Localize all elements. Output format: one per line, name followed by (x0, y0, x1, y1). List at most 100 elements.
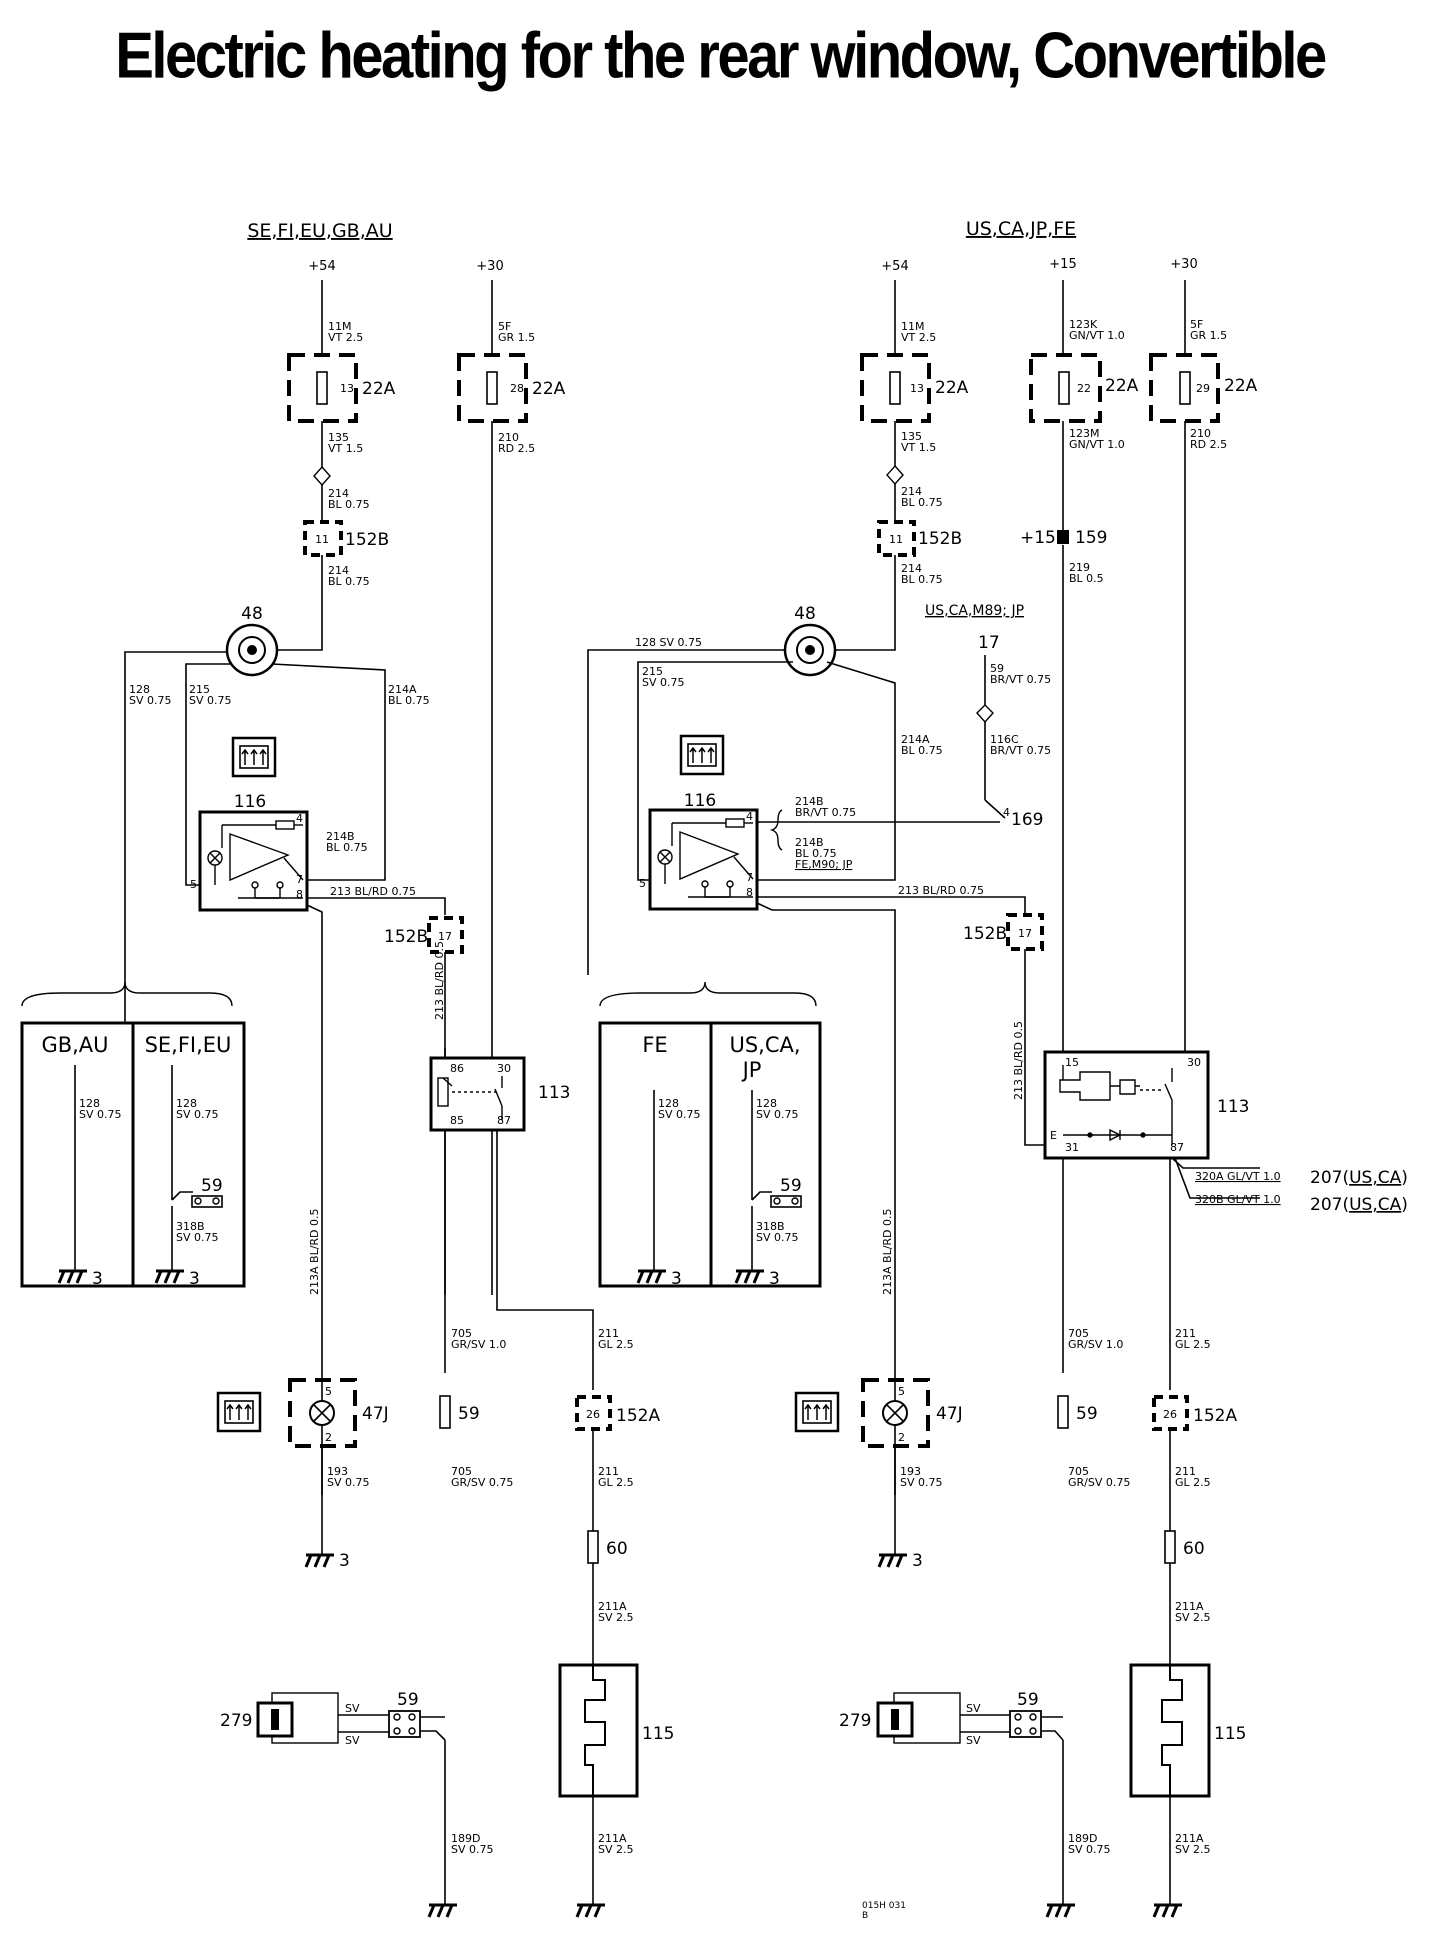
wire-320a-right: 320A GL/VT 1.0 (1195, 1170, 1281, 1183)
variant-gb-au: GB,AU (41, 1033, 108, 1057)
connector-159-label-right: 159 (1075, 528, 1107, 548)
relay-116-pin-5-right: 5 (639, 877, 646, 890)
connector-169-right: 169 (1011, 810, 1043, 830)
ground-3-var-3: 3 (671, 1269, 682, 1289)
connector-17-right: 17 (1018, 927, 1032, 940)
rear-heat-icon-left-1 (231, 736, 277, 778)
heater-115-label-left: 115 (642, 1724, 674, 1744)
component-279-label-left: 279 (220, 1711, 252, 1731)
splice-diamond-left (313, 465, 331, 487)
connector-59-double-label-left: 59 (397, 1690, 419, 1710)
switch-48-label-left: 48 (241, 604, 263, 624)
connector-59-double-left (388, 1710, 421, 1738)
lamp-47j-label-right: 47J (936, 1404, 963, 1424)
variant-fe: FE (642, 1033, 667, 1057)
relay-116-pin-8-right: 8 (746, 886, 753, 899)
relay-113-label-right: 113 (1217, 1097, 1249, 1117)
connector-11-left: 11 (315, 533, 329, 546)
fuse-amp-22-right: 22A (1105, 376, 1139, 396)
relay-113-pin-86-left: 86 (450, 1062, 464, 1075)
connector-59-left: 59 (458, 1404, 480, 1424)
fuse-29-right: 29 (1196, 382, 1210, 395)
connector-59-right: 59 (1076, 1404, 1098, 1424)
wire-213-right: 213 BL/RD 0.75 (898, 884, 984, 897)
relay-113-pin-87-right: 87 (1170, 1141, 1184, 1154)
wire-213a-right: 213A BL/RD 0.5 (881, 1208, 894, 1295)
fuse-box-22-right (1029, 353, 1102, 423)
relay-113-pin-31-right: 31 (1065, 1141, 1079, 1154)
connector-152b-left (303, 520, 343, 557)
ground-3-lamp-left: 3 (339, 1551, 350, 1571)
fuse-amp-28-left: 22A (532, 379, 566, 399)
supply-54-left: +54 (308, 259, 335, 274)
fuse-amp-29-right: 22A (1224, 376, 1258, 396)
connector-59-var-right: 59 (780, 1176, 802, 1196)
supply-54-right: +54 (881, 259, 908, 274)
ground-3-var-1: 3 (92, 1269, 103, 1289)
connector-207b-right: 207(US,CA) (1310, 1195, 1408, 1215)
lamp-pin-2-left: 2 (325, 1431, 332, 1444)
connector-152b-label-left: 152B (345, 530, 389, 550)
rear-heat-icon-right-2 (794, 1391, 840, 1433)
wire-320b-right: 320B GL/VT 1.0 (1195, 1193, 1281, 1206)
variant-jp: JP (741, 1058, 762, 1082)
plus15-159-right: +15 (1020, 528, 1056, 548)
ground-3-lamp-right: 3 (912, 1551, 923, 1571)
wire-sv-left-1: SV (345, 1702, 360, 1715)
fuse-box-29-right (1149, 353, 1220, 423)
supply-30-right: +30 (1170, 257, 1197, 272)
pin-4-169-right: 4 (1003, 806, 1010, 819)
relay-113-pin-30-left: 30 (497, 1062, 511, 1075)
supply-30-left: +30 (476, 259, 503, 274)
connector-60-left: 60 (606, 1539, 628, 1559)
relay-116-pin-7-right: 7 (746, 871, 753, 884)
ground-3-var-4: 3 (769, 1269, 780, 1289)
fuse-amp-13-left: 22A (362, 379, 396, 399)
fuse-13-left: 13 (340, 382, 354, 395)
relay-116-pin-4-left: 4 (296, 812, 303, 825)
relay-113-right (1043, 1050, 1210, 1160)
connector-159-right (1057, 530, 1069, 544)
splice-diamond-right (886, 464, 904, 486)
connector-59-double-right (1009, 1710, 1042, 1738)
relay-113-label-left: 113 (538, 1083, 570, 1103)
relay-116-label-left: 116 (234, 792, 266, 812)
connector-26-right: 26 (1163, 1408, 1177, 1421)
relay-116-pin-5-left: 5 (190, 878, 197, 891)
relay-116-pin-4-right: 4 (746, 810, 753, 823)
heater-115-label-right: 115 (1214, 1724, 1246, 1744)
wire-sv-right-2: SV (966, 1734, 981, 1747)
relay-116-label-right: 116 (684, 791, 716, 811)
connector-59-double-label-right: 59 (1017, 1690, 1039, 1710)
wire-sv-right-1: SV (966, 1702, 981, 1715)
variant-us-ca: US,CA, (729, 1033, 800, 1057)
lamp-pin-5-right: 5 (898, 1385, 905, 1398)
fuse-13-right: 13 (910, 382, 924, 395)
